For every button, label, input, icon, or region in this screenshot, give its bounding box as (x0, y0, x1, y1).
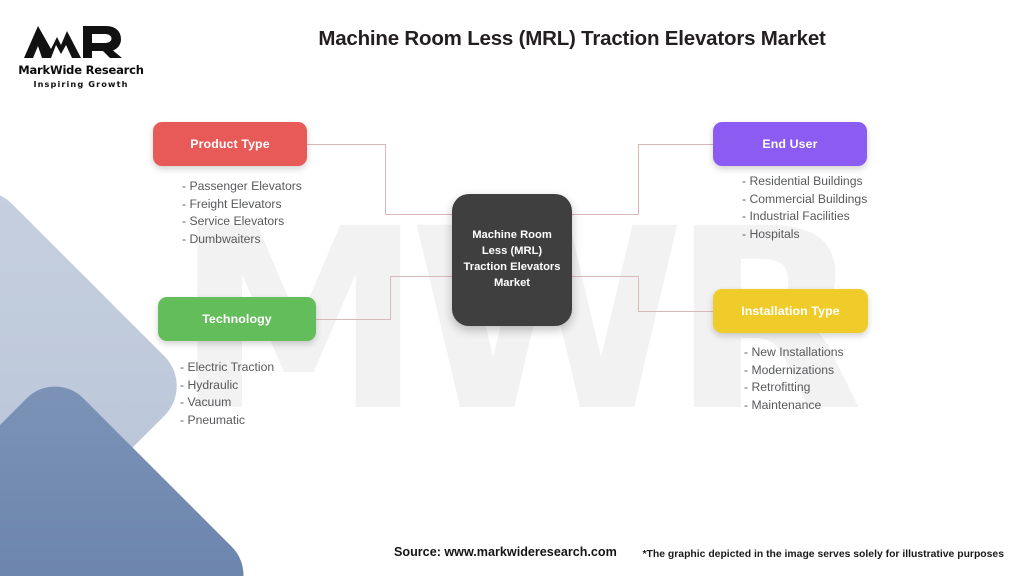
list-item: - Dumbwaiters (182, 231, 261, 246)
decorative-square-light (0, 173, 195, 576)
connector-product-type-h2 (385, 214, 455, 215)
list-item: - Electric Traction (180, 360, 275, 374)
connector-technology-h1 (316, 319, 390, 320)
list-product-type: - Passenger Elevators - Freight Elevator… (182, 178, 302, 248)
list-item: - Industrial Facilities (742, 209, 850, 224)
connector-product-type-h1 (307, 144, 385, 145)
list-item: - Freight Elevators (182, 196, 282, 211)
brand-logo: MarkWide Research Inspiring Growth (18, 22, 144, 89)
node-product-type-label: Product Type (190, 137, 270, 151)
list-item: - Hospitals (742, 226, 800, 241)
connector-end-user-v (638, 144, 639, 215)
connector-end-user-h2 (638, 144, 714, 145)
list-item: - Hydraulic (180, 377, 239, 392)
connector-technology-h2 (390, 276, 456, 277)
disclaimer-text: *The graphic depicted in the image serve… (642, 549, 1004, 560)
center-node[interactable]: Machine Room Less (MRL) Traction Elevato… (452, 194, 572, 326)
logo-company-name: MarkWide Research (18, 63, 144, 77)
connector-installation-h2 (638, 311, 714, 312)
connector-product-type-v (385, 144, 386, 214)
node-product-type[interactable]: Product Type (153, 122, 307, 166)
list-item: - Modernizations (744, 362, 835, 377)
source-text: Source: www.markwideresearch.com (394, 545, 617, 559)
connector-technology-v (390, 276, 391, 320)
list-item: - Residential Buildings (742, 174, 863, 188)
node-end-user-label: End User (762, 137, 818, 151)
list-technology: - Electric Traction - Hydraulic - Vacuum… (180, 359, 274, 429)
logo-tagline: Inspiring Growth (33, 79, 129, 89)
node-installation-type[interactable]: Installation Type (713, 289, 868, 333)
list-item: - Commercial Buildings (742, 191, 868, 206)
page-title: Machine Room Less (MRL) Traction Elevato… (318, 27, 826, 50)
node-installation-type-label: Installation Type (741, 304, 840, 318)
list-item: - New Installations (744, 345, 844, 359)
list-item: - Maintenance (744, 397, 822, 412)
connector-end-user-h1 (570, 214, 638, 215)
list-item: - Retrofitting (744, 380, 811, 395)
list-installation-type: - New Installations - Modernizations - R… (744, 344, 844, 414)
node-end-user[interactable]: End User (713, 122, 867, 166)
list-item: - Passenger Elevators (182, 179, 302, 193)
connector-installation-h1 (570, 276, 638, 277)
list-end-user: - Residential Buildings - Commercial Bui… (742, 173, 867, 243)
mwr-logo-icon (18, 22, 144, 62)
list-item: - Pneumatic (180, 412, 246, 427)
connector-installation-v (638, 276, 639, 312)
center-node-label: Machine Room Less (MRL) Traction Elevato… (463, 229, 561, 289)
list-item: - Vacuum (180, 395, 232, 410)
node-technology-label: Technology (202, 312, 272, 326)
list-item: - Service Elevators (182, 214, 285, 229)
node-technology[interactable]: Technology (158, 297, 316, 341)
